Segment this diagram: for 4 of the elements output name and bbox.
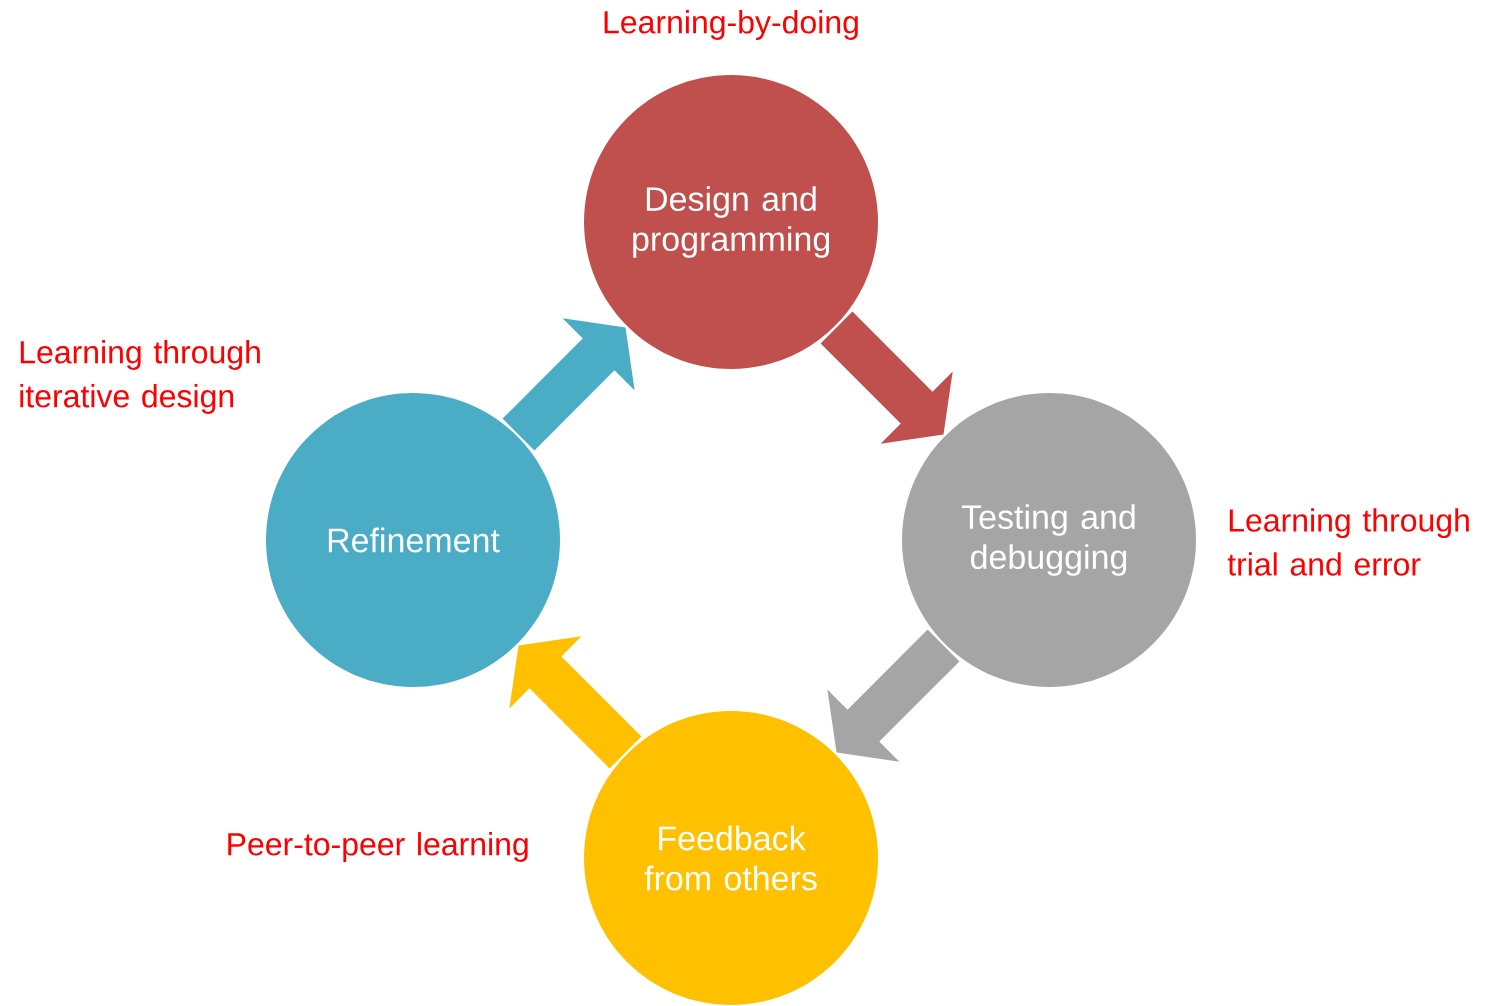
annotation-text: Learning through iterative design [20, 340, 260, 414]
annotation-text: Peer-to-peer learning [228, 832, 528, 862]
annotation-text: Learning-by-doing [604, 10, 858, 40]
annotation-text: Learning through trial and error [1227, 508, 1469, 576]
